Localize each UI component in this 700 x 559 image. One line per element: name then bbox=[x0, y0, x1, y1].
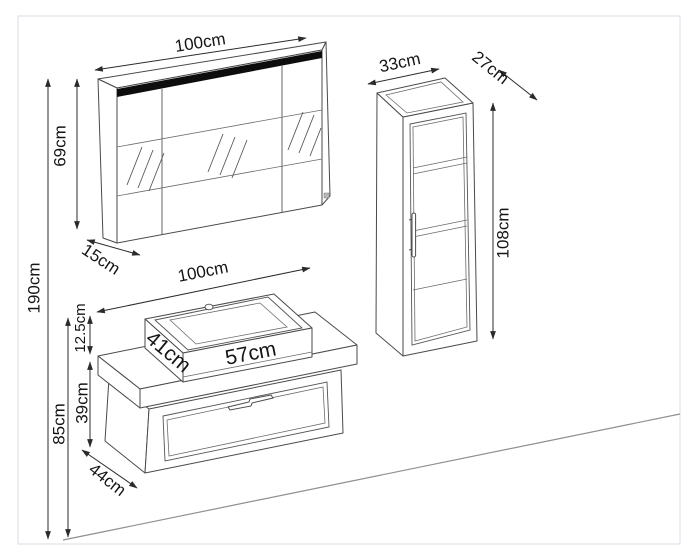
tall-cabinet-door-inset bbox=[409, 112, 471, 346]
dim-tall-width: 33cm bbox=[378, 49, 423, 76]
tall-cabinet-shelf-lines bbox=[412, 156, 468, 291]
dim-tall-height: 108cm bbox=[493, 207, 512, 258]
dim-mirror-height: 69cm bbox=[50, 125, 69, 167]
dim-line-tall-width bbox=[367, 67, 440, 86]
tall-cabinet-drawing bbox=[375, 77, 478, 357]
dim-tall-depth: 27cm bbox=[468, 47, 512, 88]
dim-mirror-depth: 15cm bbox=[78, 240, 123, 279]
dim-vanity-cabinet-height: 39cm bbox=[72, 382, 91, 424]
floor-line bbox=[62, 413, 681, 541]
tall-cabinet-handle bbox=[408, 212, 417, 258]
basin-front-bottom-line bbox=[182, 351, 313, 378]
mirror-reflection-hatches bbox=[126, 111, 322, 192]
dim-line-vanity-depth bbox=[81, 449, 138, 489]
basin-front-face bbox=[182, 327, 313, 383]
dim-mirror-width: 100cm bbox=[173, 29, 226, 56]
mirror-cabinet-shelf-lines bbox=[116, 109, 323, 197]
mirror-cabinet-right-edge bbox=[321, 41, 331, 206]
vanity-cabinet-front-face bbox=[144, 369, 344, 474]
dim-basin-height: 12.5cm bbox=[72, 303, 89, 352]
tall-cabinet-side-face bbox=[375, 92, 404, 357]
vanity-drawer-handle bbox=[227, 394, 274, 411]
dim-total-height: 190cm bbox=[24, 262, 43, 313]
mirror-cabinet-hinge-detail bbox=[323, 192, 330, 199]
mirror-cabinet-side-panel bbox=[97, 78, 118, 244]
dim-counter-height: 85cm bbox=[49, 403, 68, 445]
dim-line-mirror-depth bbox=[86, 239, 141, 256]
dim-line-mirror-width bbox=[94, 36, 307, 72]
mirror-cabinet-door-dividers bbox=[161, 66, 283, 235]
page-frame bbox=[17, 15, 681, 545]
vanity-drawer-inset-outer bbox=[162, 381, 330, 462]
tall-cabinet-top-inset bbox=[385, 81, 464, 114]
vanity-drawing bbox=[97, 293, 358, 474]
mirror-cabinet-drawing bbox=[97, 41, 331, 244]
dim-line-tall-depth bbox=[498, 69, 538, 101]
dim-line-vanity-width bbox=[96, 266, 311, 314]
basin-faucet-hole bbox=[204, 303, 214, 311]
dim-vanity-depth: 44cm bbox=[85, 459, 129, 500]
dim-vanity-width: 100cm bbox=[176, 257, 230, 285]
